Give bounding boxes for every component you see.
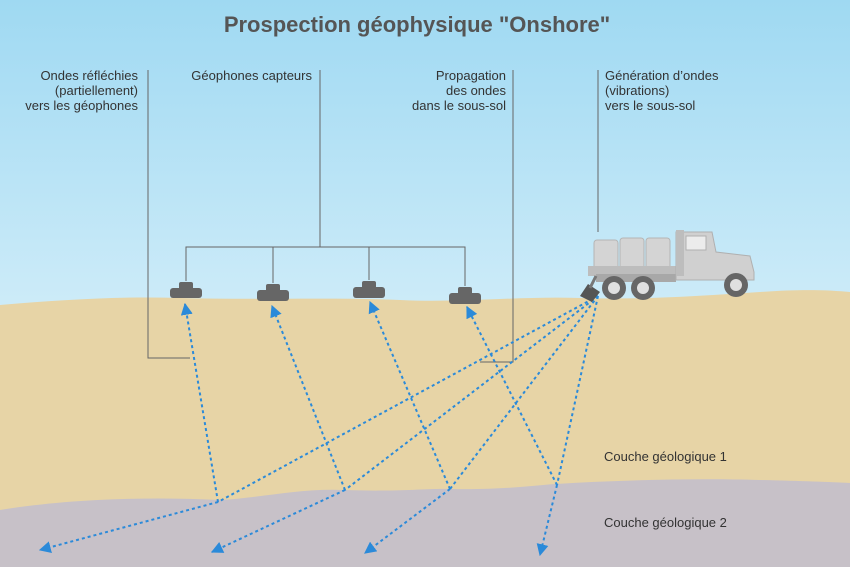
geophone-icon <box>449 287 481 304</box>
leader-lines <box>147 70 599 363</box>
geophone-icon <box>170 282 202 298</box>
incident-ray-4 <box>556 295 599 486</box>
label-line: dans le sous-sol <box>412 98 506 113</box>
label-line: vers les géophones <box>25 98 138 113</box>
diagram-title: Prospection géophysique "Onshore" <box>224 12 610 37</box>
label-line: Propagation <box>436 68 506 83</box>
label-line: vers le sous-sol <box>605 98 695 113</box>
label-propagation: Propagation des ondes dans le sous-sol <box>412 68 506 113</box>
label-line: Géophones capteurs <box>191 68 312 83</box>
incident-ray-3 <box>449 295 599 490</box>
transmitted-ray-4 <box>536 484 558 557</box>
geophone-icon <box>257 284 289 301</box>
geophone-icon <box>353 281 385 298</box>
reflected-ray-3 <box>368 300 451 490</box>
layer-1-label: Couche géologique 1 <box>604 449 727 464</box>
vibroseis-truck-icon <box>580 230 755 302</box>
transmitted-ray-1 <box>38 501 219 553</box>
label-reflected-waves: Ondes réfléchies (partiellement) vers le… <box>25 68 138 113</box>
incident-ray-2 <box>344 295 599 491</box>
label-line: Ondes réfléchies <box>40 68 138 83</box>
label-line: des ondes <box>446 83 506 98</box>
label-line: (vibrations) <box>605 83 669 98</box>
leader-propagation <box>480 70 514 363</box>
leader-geophone-bus <box>185 246 466 286</box>
transmitted-ray-2 <box>210 489 346 553</box>
leader-reflected <box>147 70 190 359</box>
label-line: (partiellement) <box>55 83 138 98</box>
label-line: Génération d’ondes <box>605 68 719 83</box>
reflected-ray-2 <box>270 304 346 491</box>
layer-2-label: Couche géologique 2 <box>604 515 727 530</box>
label-generation: Génération d’ondes (vibrations) vers le … <box>605 68 719 113</box>
seismic-rays <box>38 295 599 557</box>
incident-ray-1 <box>217 295 599 503</box>
label-geophones: Géophones capteurs <box>191 68 312 83</box>
